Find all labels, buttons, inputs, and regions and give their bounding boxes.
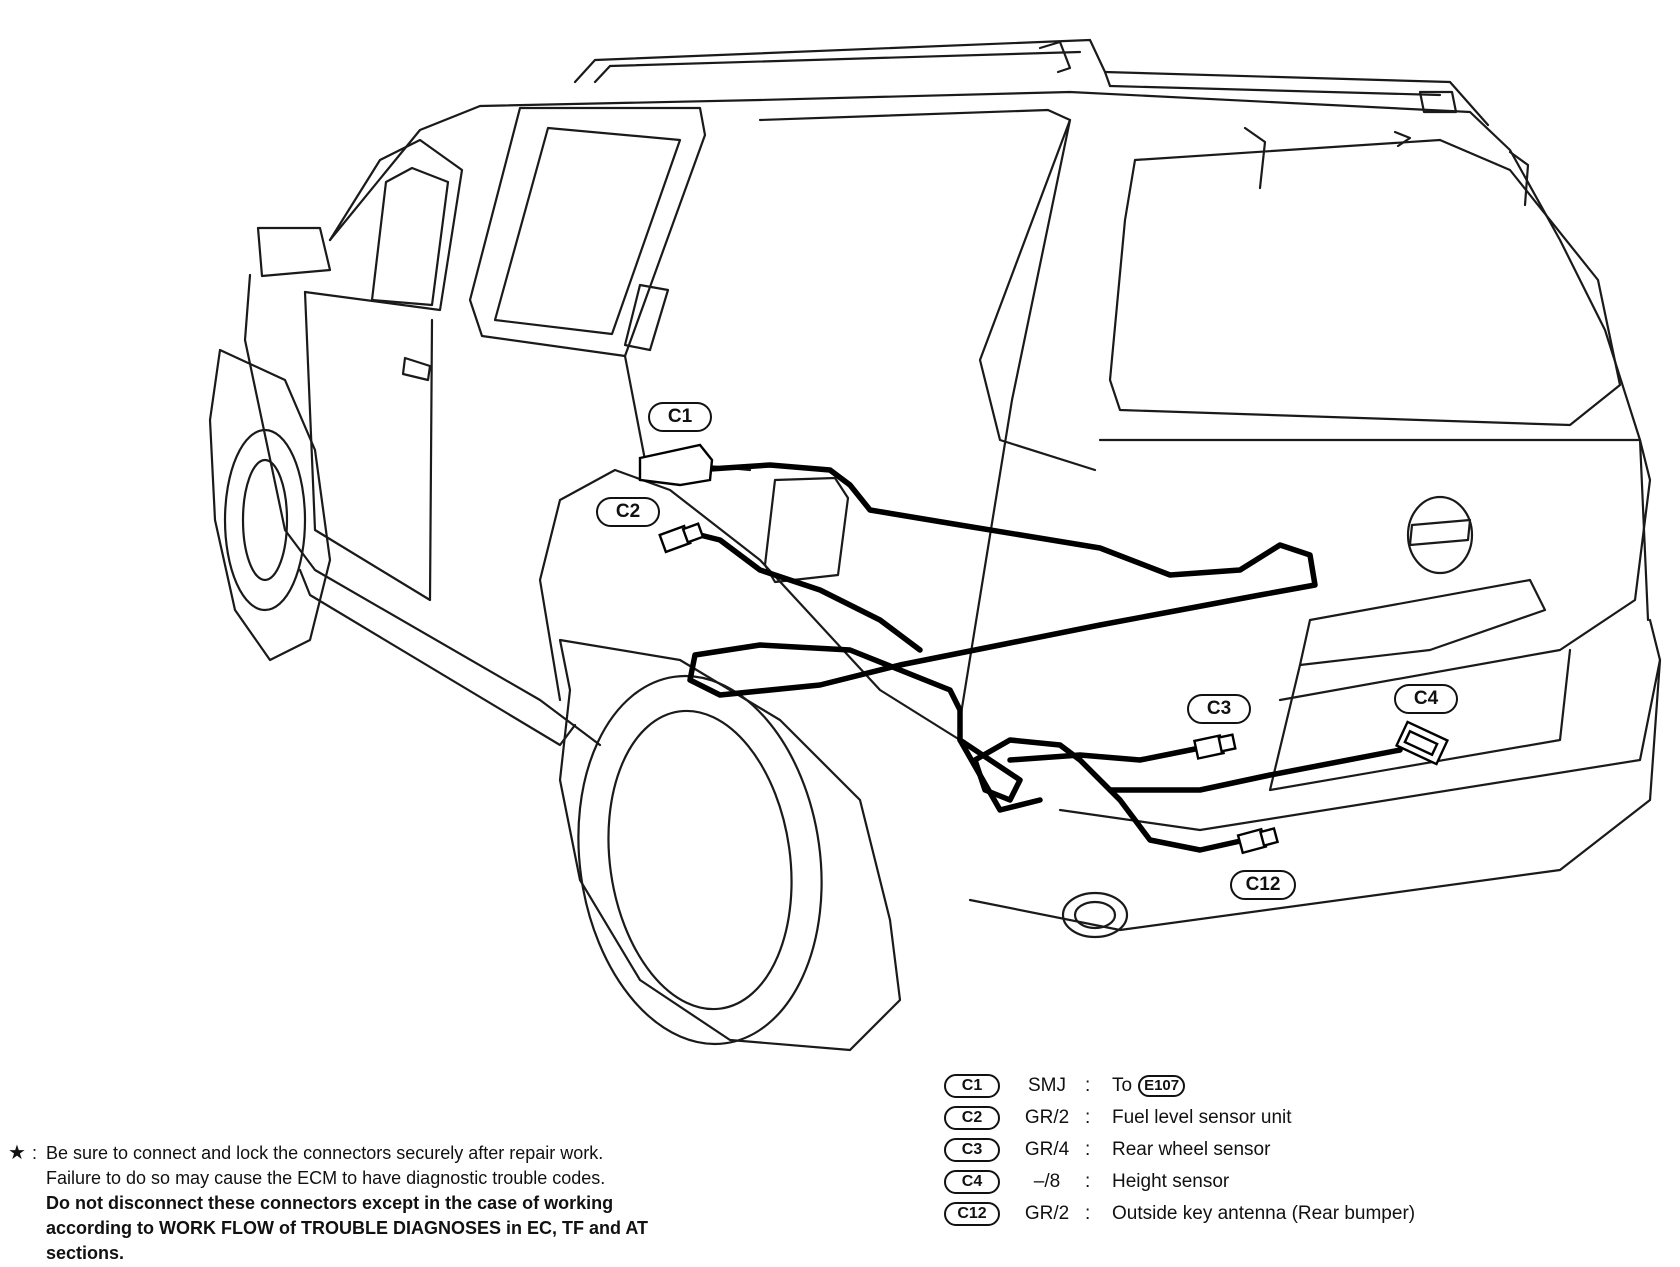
legend-description: Fuel level sensor unit: [1112, 1107, 1292, 1128]
legend-separator: :: [1085, 1139, 1091, 1160]
note-line-4: according to WORK FLOW of TROUBLE DIAGNO…: [46, 1218, 648, 1238]
legend-separator: :: [1085, 1107, 1091, 1128]
legend-tag: C1: [944, 1074, 1000, 1098]
connector-c12-plug: [1236, 826, 1280, 855]
legend-description: Rear wheel sensor: [1112, 1139, 1271, 1160]
connector-c4-plug: [1394, 720, 1450, 766]
note-line-5: sections.: [46, 1243, 125, 1263]
legend-separator: :: [1085, 1203, 1091, 1224]
star-icon: ★: [8, 1142, 26, 1164]
legend-separator: :: [1085, 1171, 1091, 1192]
callout-c12: C12: [1230, 870, 1296, 900]
callout-c4: C4: [1394, 684, 1458, 714]
connector-c2-plug: [658, 522, 705, 554]
legend-type: GR/2: [1024, 1107, 1070, 1128]
legend-ref-badge: E107: [1138, 1075, 1186, 1097]
connector-c1-block: [638, 443, 714, 487]
legend-row-c3: C3 GR/4 : Rear wheel sensor: [944, 1138, 1504, 1164]
connectors: [638, 443, 1450, 855]
legend-tag: C2: [944, 1106, 1000, 1130]
legend-type: SMJ: [1028, 1075, 1066, 1096]
wire-harness: [677, 462, 1403, 853]
legend-separator: :: [1085, 1075, 1091, 1096]
note-line-3: Do not disconnect these connectors excep…: [46, 1193, 614, 1213]
note-line-2: Failure to do so may cause the ECM to ha…: [46, 1168, 606, 1188]
legend-row-c4: C4 –/8 : Height sensor: [944, 1170, 1504, 1196]
note-line-1: Be sure to connect and lock the connecto…: [46, 1143, 604, 1163]
note-separator: :: [32, 1143, 38, 1163]
legend-tag: C4: [944, 1170, 1000, 1194]
legend-type: –/8: [1033, 1171, 1061, 1192]
legend-description: Outside key antenna (Rear bumper): [1112, 1203, 1416, 1224]
legend-desc-text: To: [1112, 1075, 1133, 1096]
legend-tag: C3: [944, 1138, 1000, 1162]
legend-tag: C12: [944, 1202, 1000, 1226]
callout-c2: C2: [596, 497, 660, 527]
note-text: Be sure to connect and lock the connecto…: [46, 1141, 826, 1266]
legend-description: Height sensor: [1112, 1171, 1230, 1192]
connector-c3-plug: [1192, 733, 1237, 760]
legend-type: GR/2: [1024, 1203, 1070, 1224]
legend-row-c12: C12 GR/2 : Outside key antenna (Rear bum…: [944, 1202, 1504, 1228]
callout-c1: C1: [648, 402, 712, 432]
vehicle-outline: [208, 38, 1662, 1052]
callout-c3: C3: [1187, 694, 1251, 724]
legend-row-c2: C2 GR/2 : Fuel level sensor unit: [944, 1106, 1504, 1132]
legend-type: GR/4: [1024, 1139, 1070, 1160]
